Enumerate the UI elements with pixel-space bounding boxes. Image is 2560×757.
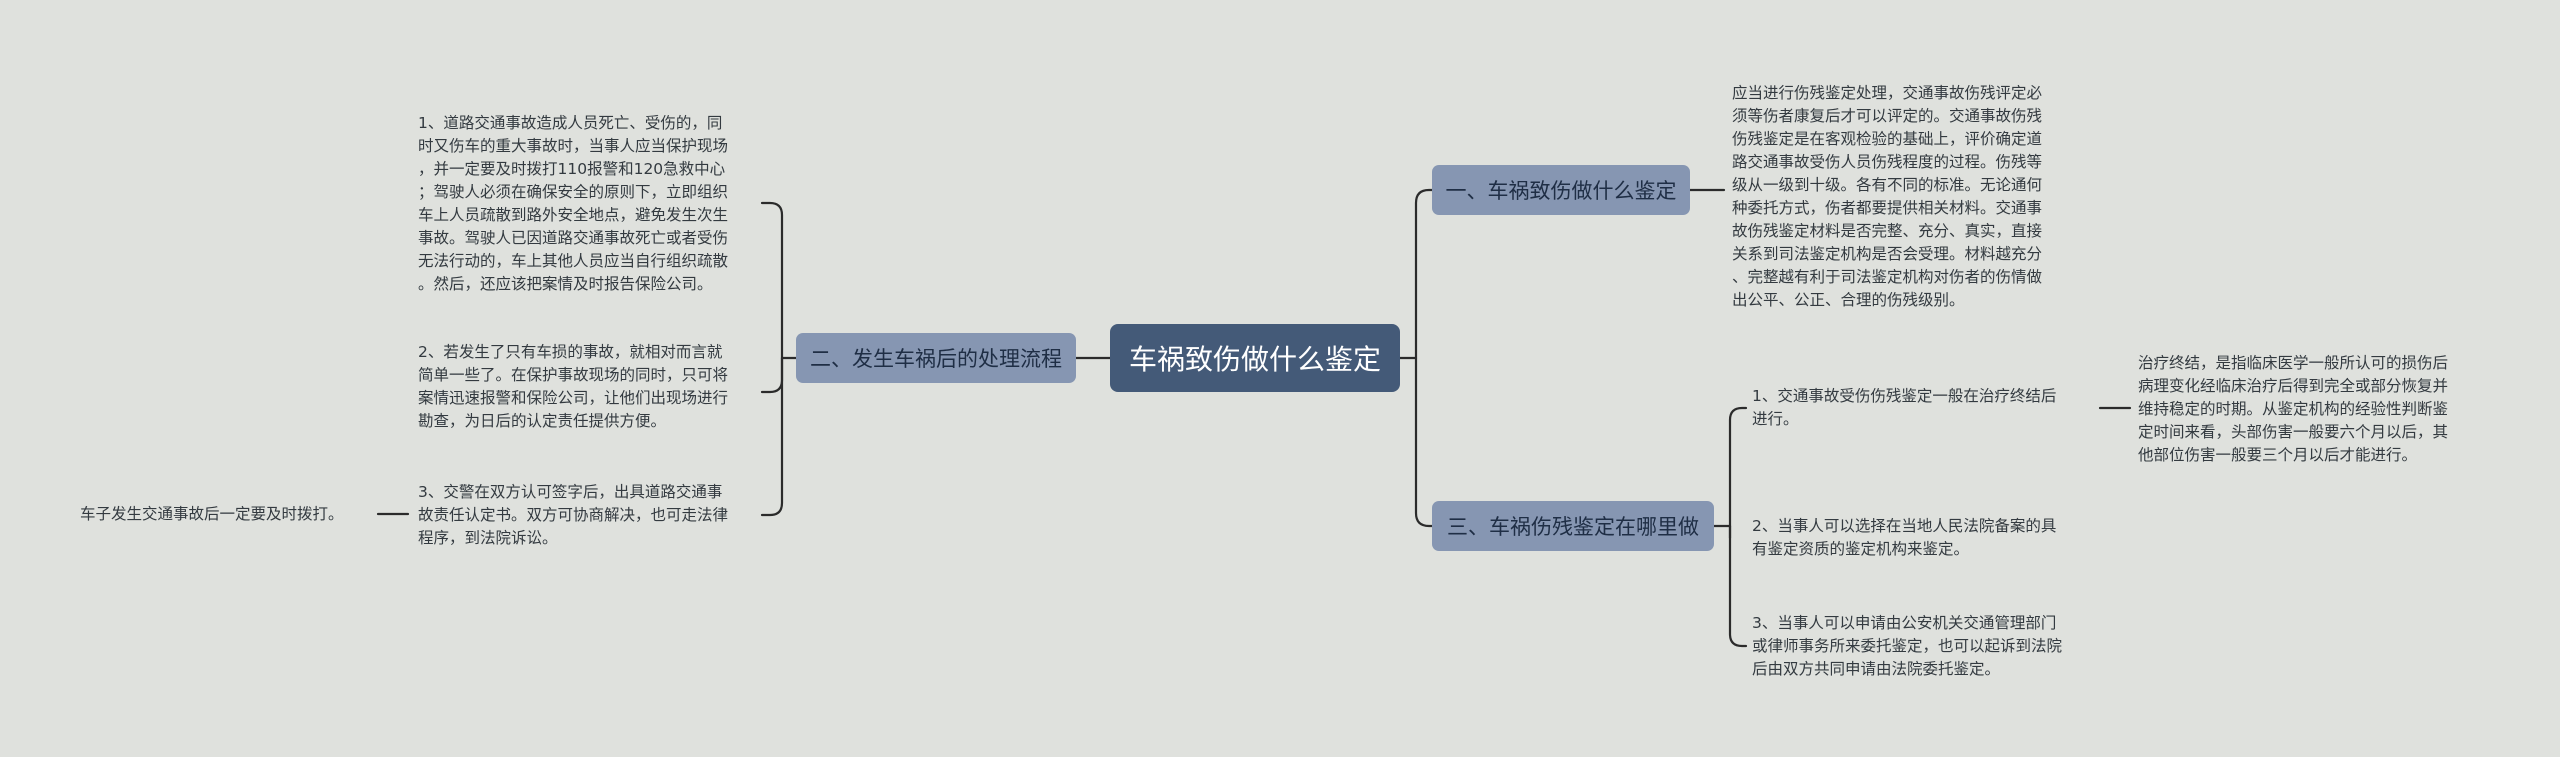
- branch-3-label: 三、车祸伤残鉴定在哪里做: [1447, 515, 1699, 539]
- connector-b2-item2: [760, 356, 784, 394]
- branch-2-item-3-child[interactable]: 车子发生交通事故后一定要及时拨打。: [80, 505, 344, 523]
- branch-3-item-3[interactable]: 3、当事人可以申请由公安机关交通管理部门 或律师事务所来委托鉴定，也可以起诉到法…: [1752, 614, 2063, 678]
- connector-b3-item1: [1728, 406, 1748, 528]
- branch-1-detail[interactable]: 应当进行伤残鉴定处理，交通事故伤残评定必 须等伤者康复后才可以评定的。交通事故伤…: [1732, 84, 2043, 309]
- branch-3-item-1-child[interactable]: 治疗终结，是指临床医学一般所认可的损伤后 病理变化经临床治疗后得到完全或部分恢复…: [2138, 354, 2449, 464]
- connector-b2-item1: [760, 201, 784, 360]
- branch-1[interactable]: 一、车祸致伤做什么鉴定: [1432, 165, 1690, 215]
- connector-root-b1: [1414, 188, 1434, 360]
- branch-2-label: 二、发生车祸后的处理流程: [810, 347, 1062, 371]
- branch-2-item-2[interactable]: 2、若发生了只有车损的事故，就相对而言就 简单一些了。在保护事故现场的同时，只可…: [418, 343, 729, 430]
- branch-1-label: 一、车祸致伤做什么鉴定: [1445, 179, 1677, 203]
- connector-root-b3: [1414, 356, 1434, 528]
- branch-2-item-3[interactable]: 3、交警在双方认可签字后，出具道路交通事 故责任认定书。双方可协商解决，也可走法…: [418, 483, 729, 547]
- root-topic[interactable]: 车祸致伤做什么鉴定: [1110, 324, 1400, 392]
- root-title: 车祸致伤做什么鉴定: [1128, 343, 1381, 376]
- branch-3[interactable]: 三、车祸伤残鉴定在哪里做: [1432, 501, 1714, 551]
- branch-3-item-2[interactable]: 2、当事人可以选择在当地人民法院备案的具 有鉴定资质的鉴定机构来鉴定。: [1752, 517, 2057, 558]
- branch-2-item-1[interactable]: 1、道路交通事故造成人员死亡、受伤的，同 时又伤车的重大事故时，当事人应当保护现…: [418, 114, 729, 293]
- connector-b3-item3: [1728, 524, 1748, 648]
- connector-b2-item3: [760, 356, 784, 517]
- branch-3-item-1[interactable]: 1、交通事故受伤伤残鉴定一般在治疗终结后 进行。: [1752, 387, 2057, 428]
- branch-2[interactable]: 二、发生车祸后的处理流程: [796, 333, 1076, 383]
